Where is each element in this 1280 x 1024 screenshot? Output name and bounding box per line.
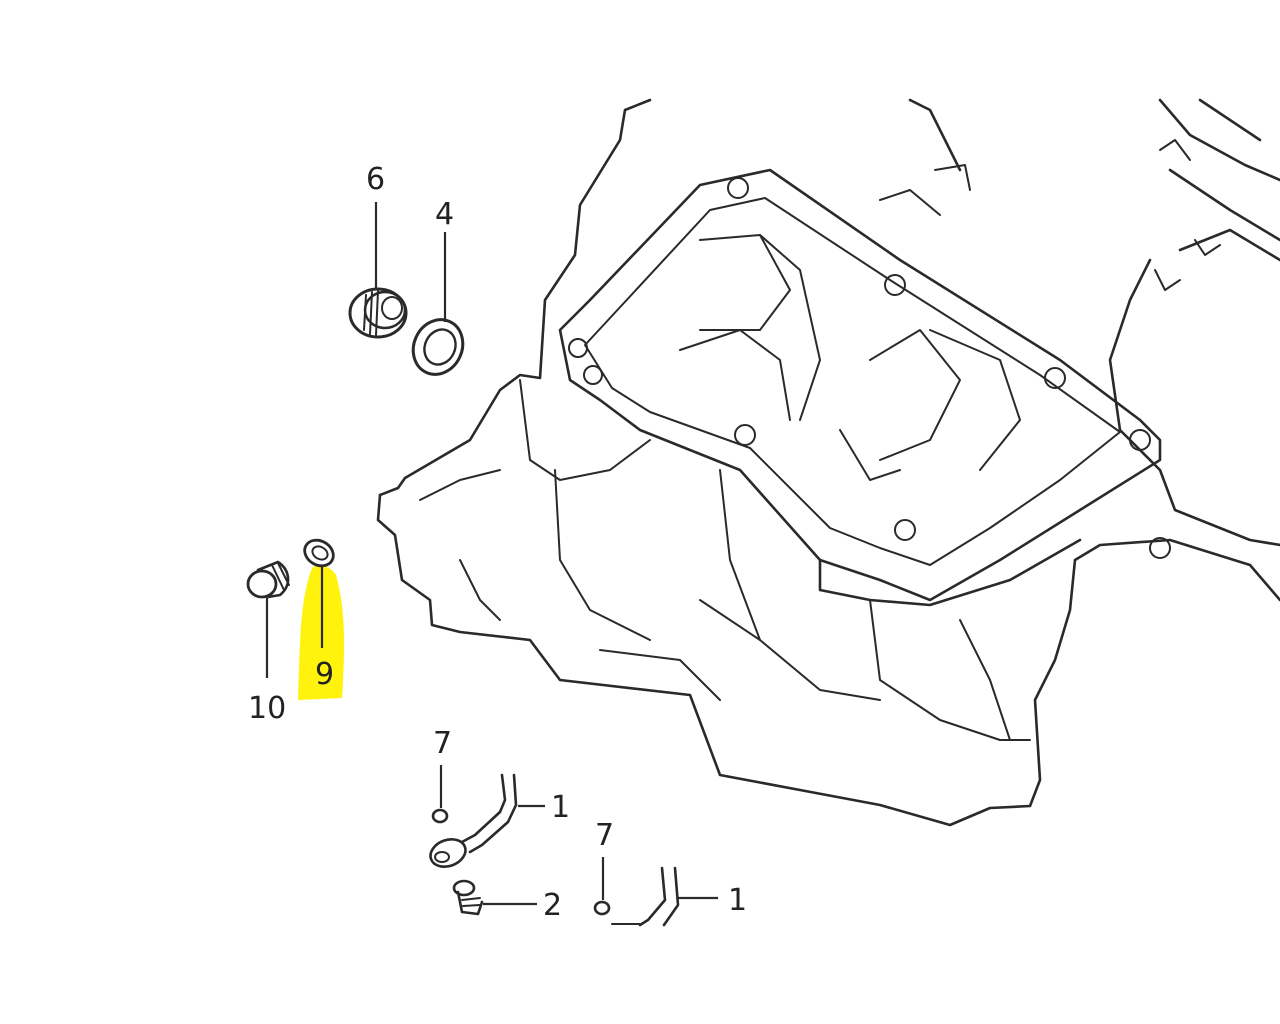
callout-1-right: 1	[728, 883, 747, 918]
callout-7-right: 7	[595, 818, 614, 853]
part-6-plug	[348, 287, 408, 339]
callout-1-left: 1	[551, 790, 570, 825]
part-4-washer	[411, 318, 465, 376]
callout-9: 9	[315, 657, 334, 692]
callout-6: 6	[366, 162, 385, 197]
part-7-nut-left	[431, 808, 449, 824]
part-1-pipe-left	[429, 773, 518, 868]
callout-2: 2	[543, 888, 562, 923]
callout-10: 10	[248, 691, 286, 726]
callout-4: 4	[435, 197, 454, 232]
part-9-washer	[303, 538, 335, 568]
part-1-pipe-right	[611, 866, 680, 927]
callout-7-left: 7	[433, 726, 452, 761]
part-10-bolt	[246, 560, 290, 599]
part-7-nut-right	[593, 900, 611, 916]
part-2-banjo-bolt	[452, 879, 484, 916]
crankcase-housing	[376, 98, 1280, 827]
